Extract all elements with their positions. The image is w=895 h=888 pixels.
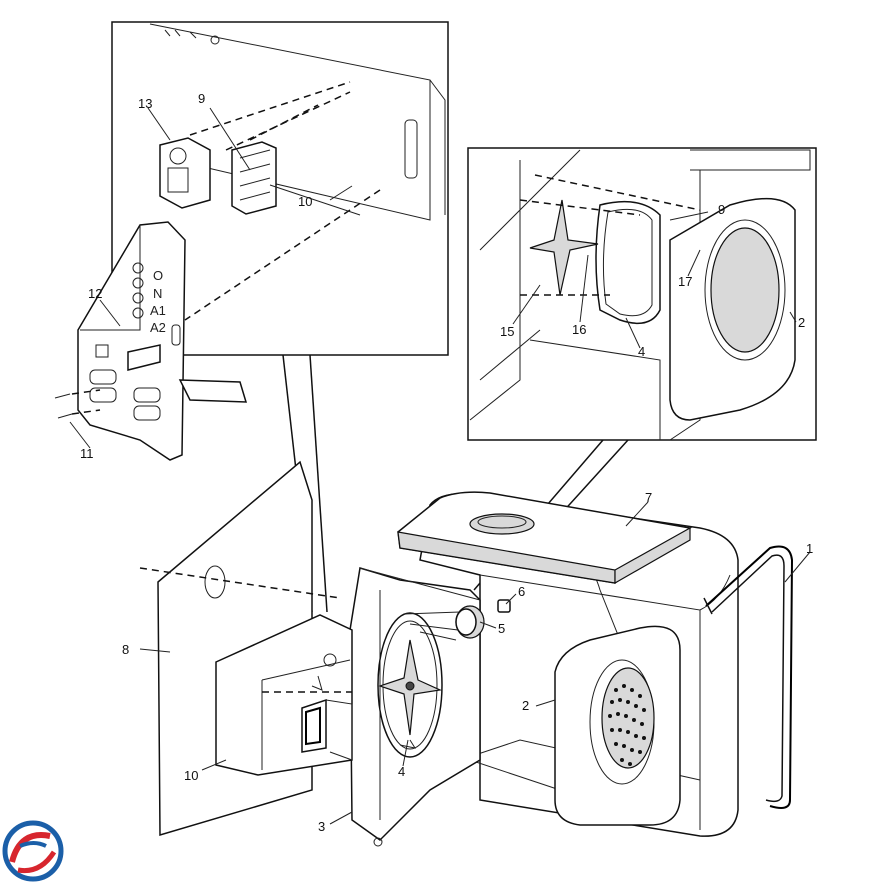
- top-insulation: [397, 491, 692, 585]
- panel-mark-n: N: [153, 286, 162, 301]
- callout-10-bottom: 10: [184, 768, 198, 783]
- callout-1: 1: [806, 541, 813, 556]
- detail-box-element: [467, 147, 817, 441]
- callout-3: 3: [318, 819, 325, 834]
- callout-15: 15: [500, 324, 514, 339]
- fan-cover-perforations: [608, 684, 646, 766]
- main-assembly: [139, 460, 794, 847]
- callout-7: 7: [645, 490, 652, 505]
- callout-12: 12: [88, 286, 102, 301]
- swirl-logo-icon: [2, 820, 64, 882]
- callout-10-top: 10: [298, 194, 312, 209]
- control-panel-holes: [89, 262, 181, 421]
- door-gasket: [703, 545, 794, 809]
- callout-2-main: 2: [522, 698, 529, 713]
- callout-4-main: 4: [398, 764, 405, 779]
- panel-mark-a1: A1: [150, 303, 166, 318]
- panel-mark-o: O: [153, 268, 163, 283]
- callout-9-right: 9: [718, 202, 725, 217]
- callout-8: 8: [122, 642, 129, 657]
- callout-16: 16: [572, 322, 586, 337]
- callout-5: 5: [498, 621, 505, 636]
- oven-cavity: [419, 492, 739, 837]
- callout-labels: 1 2 2 3 4 4 5 6 7 8 9 9 10 10 11 12 13 1…: [80, 91, 813, 834]
- callout-leaders: [69, 107, 811, 825]
- callout-2-detail: 2: [798, 315, 805, 330]
- control-bracket: [215, 614, 353, 776]
- callout-9-left: 9: [198, 91, 205, 106]
- callout-6: 6: [518, 584, 525, 599]
- panel-mark-a2: A2: [150, 320, 166, 335]
- callout-13: 13: [138, 96, 152, 111]
- detail-box-controls: O N A1 A2: [54, 21, 449, 461]
- callout-11: 11: [80, 446, 94, 461]
- callout-17: 17: [678, 274, 692, 289]
- motor-assembly: [403, 599, 511, 641]
- callout-4-detail: 4: [638, 344, 645, 359]
- front-frame: [349, 567, 481, 847]
